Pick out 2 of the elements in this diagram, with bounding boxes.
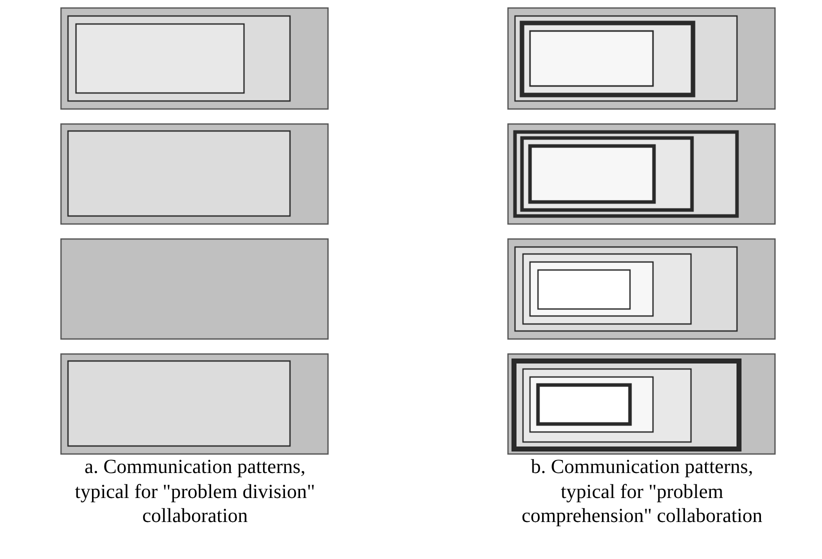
figure-caption: b. Communication patterns, typical for "problem comprehension" collaboration [520, 455, 764, 528]
figure-caption: a. Communication patterns, typical for "problem division" collaboration [74, 455, 316, 528]
